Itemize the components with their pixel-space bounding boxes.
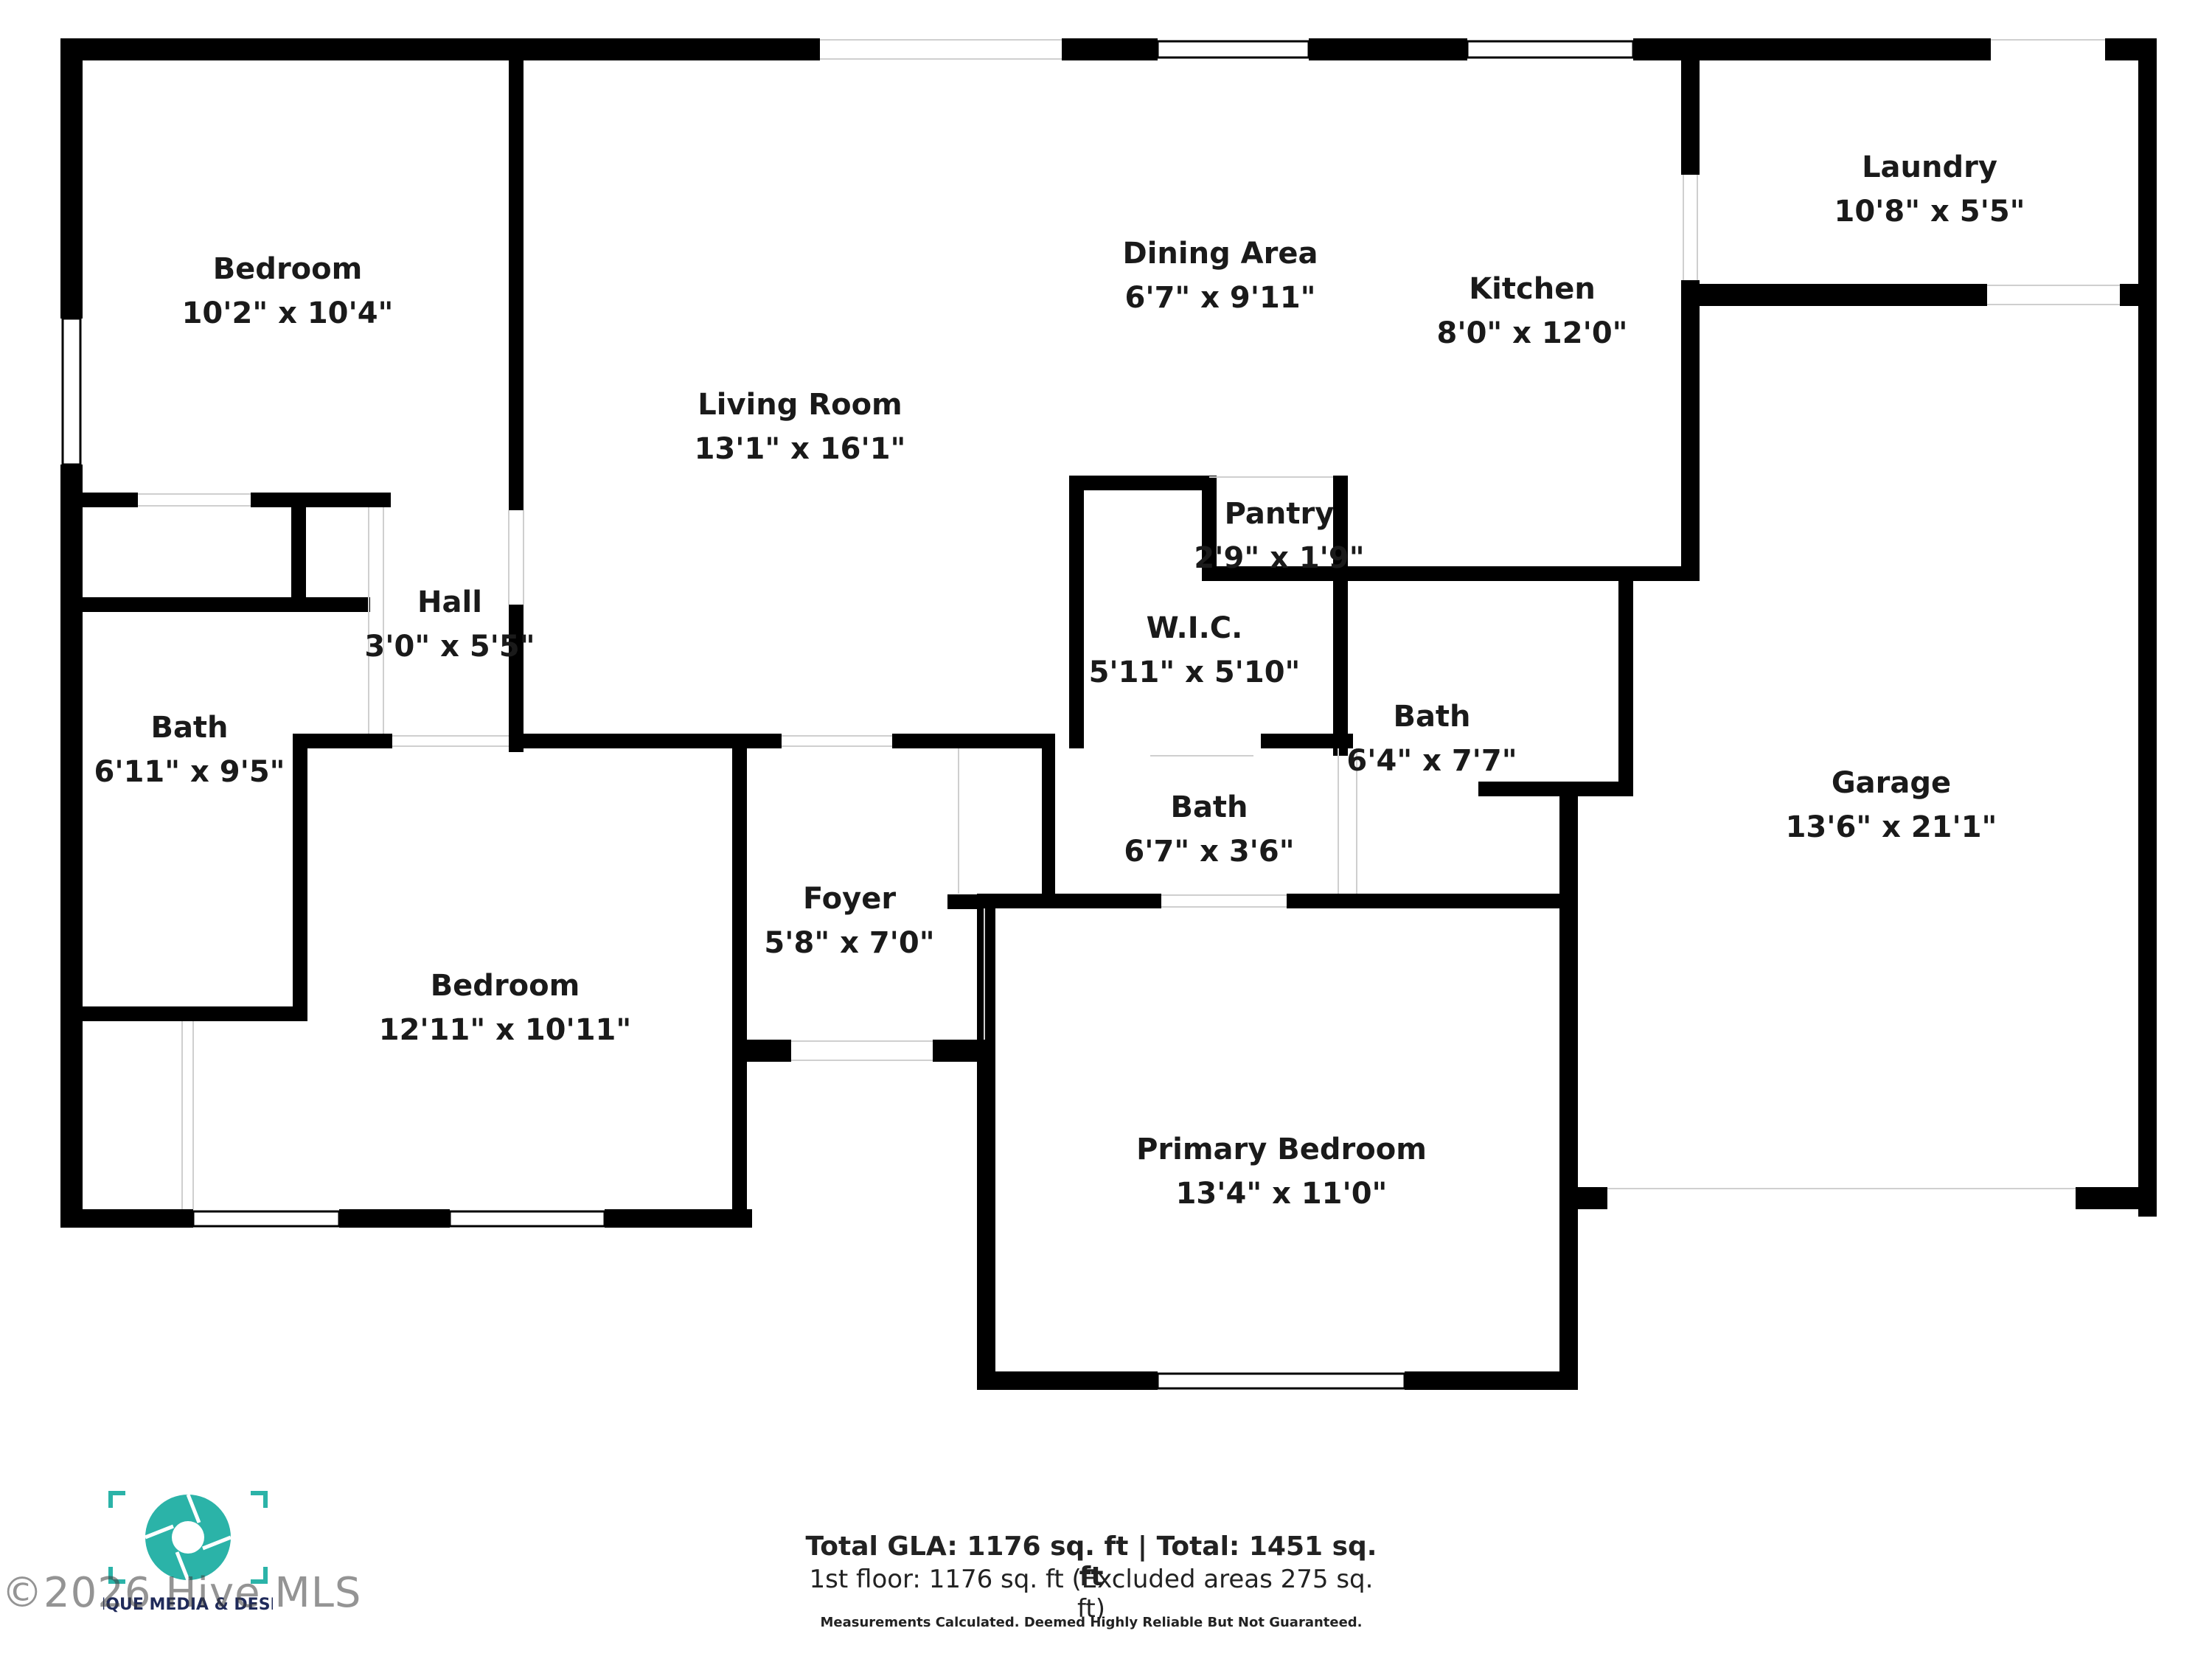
walls (60, 38, 2157, 1390)
room-kitchen-dims: 8'0" x 12'0" (1437, 316, 1628, 350)
room-primary-bedroom-dims: 13'4" x 11'0" (1176, 1177, 1388, 1211)
room-pantry-dims: 2'9" x 1'9" (1194, 541, 1364, 575)
room-bath-1-name: Bath (150, 711, 228, 745)
measurement-disclaimer: Measurements Calculated. Deemed Highly R… (820, 1615, 1363, 1630)
room-garage-dims: 13'6" x 21'1" (1786, 810, 1997, 844)
room-bedroom-1-name: Bedroom (213, 252, 363, 286)
room-dining-area-dims: 6'7" x 9'11" (1125, 281, 1316, 315)
room-bedroom-1-dims: 10'2" x 10'4" (182, 296, 394, 330)
windows (61, 40, 1635, 1390)
company-logo: UNIQUE MEDIA & DESIGN (73, 1486, 303, 1615)
room-laundry-dims: 10'8" x 5'5" (1834, 195, 2025, 229)
room-hall-name: Hall (417, 585, 482, 619)
room-bedroom-2-dims: 12'11" x 10'11" (379, 1013, 631, 1047)
room-bath-3-name: Bath (1170, 790, 1248, 824)
room-laundry-name: Laundry (1862, 150, 1997, 184)
room-dining-area-name: Dining Area (1123, 237, 1318, 271)
camera-aperture-icon: UNIQUE MEDIA & DESIGN (73, 1491, 303, 1614)
room-wic-dims: 5'11" x 5'10" (1089, 655, 1301, 689)
floor-area-summary: 1st floor: 1176 sq. ft (Excluded areas 2… (809, 1565, 1374, 1624)
room-kitchen-name: Kitchen (1469, 272, 1596, 306)
room-foyer-dims: 5'8" x 7'0" (764, 926, 934, 960)
room-wic-name: W.I.C. (1147, 611, 1243, 645)
room-primary-bedroom-name: Primary Bedroom (1136, 1133, 1427, 1166)
openings (138, 39, 2120, 1209)
room-pantry-name: Pantry (1225, 497, 1335, 531)
room-bath-1-dims: 6'11" x 9'5" (94, 755, 285, 789)
total-area-summary: Total GLA: 1176 sq. ft | Total: 1451 sq.… (805, 1531, 1377, 1592)
room-hall-dims: 3'0" x 5'5" (364, 630, 535, 664)
room-foyer-name: Foyer (803, 882, 896, 916)
room-bath-2-dims: 6'4" x 7'7" (1346, 744, 1517, 778)
room-living-room-name: Living Room (698, 388, 902, 422)
room-labels: Bedroom 10'2" x 10'4" Living Room 13'1" … (94, 150, 2025, 1211)
room-bath-2-name: Bath (1393, 700, 1470, 734)
room-bath-3-dims: 6'7" x 3'6" (1124, 835, 1294, 869)
room-bedroom-2-name: Bedroom (431, 969, 580, 1003)
logo-text: UNIQUE MEDIA & DESIGN (103, 1596, 273, 1614)
room-garage-name: Garage (1832, 766, 1951, 800)
copyright-watermark: ©2026 Hive MLS (1, 1569, 362, 1617)
room-living-room-dims: 13'1" x 16'1" (695, 432, 906, 466)
